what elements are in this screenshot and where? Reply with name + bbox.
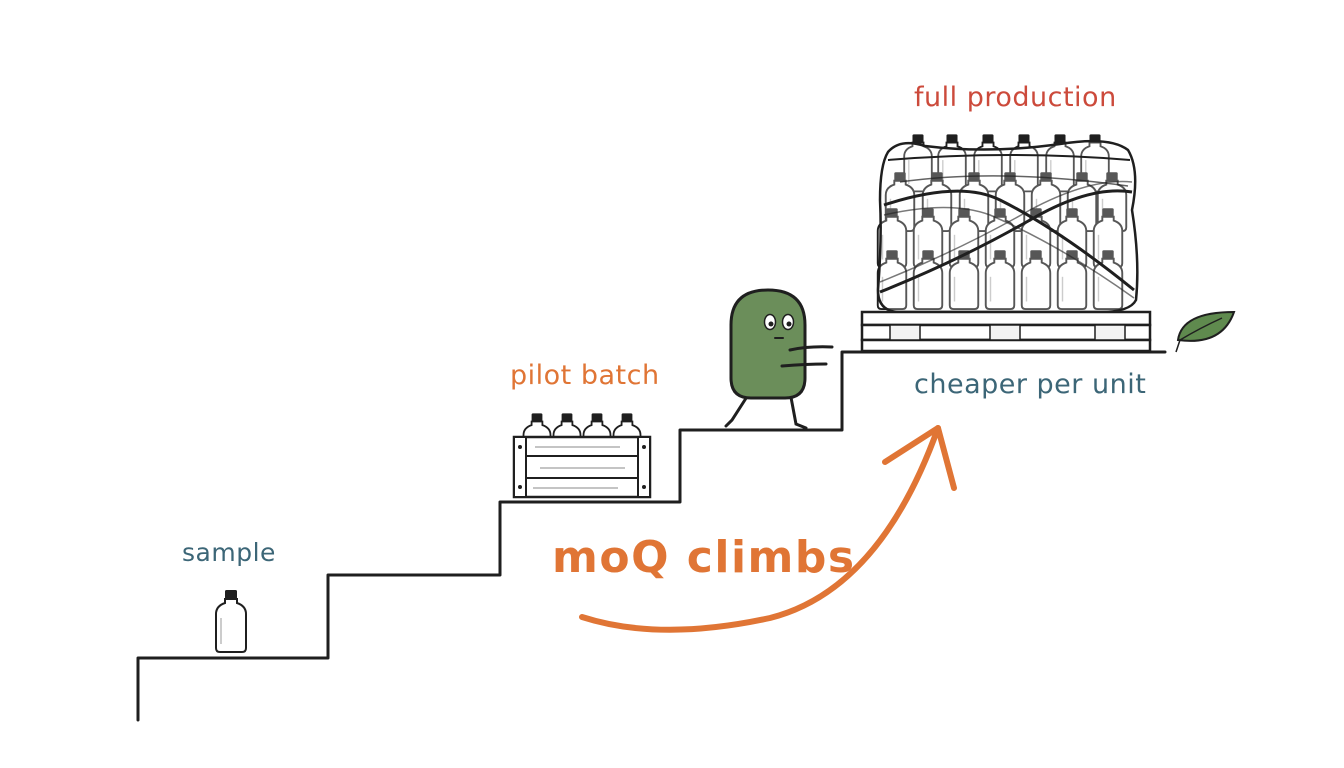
label-moq-climbs: moQ climbs [552, 532, 856, 583]
label-sample: sample [182, 538, 276, 567]
bottle-icon [215, 589, 247, 653]
pallet-icon [860, 133, 1152, 353]
arrow-icon [579, 425, 957, 633]
label-full-production: full production [914, 82, 1117, 113]
staircase-line [136, 350, 1167, 722]
character-icon [724, 288, 834, 430]
crate-icon [512, 412, 652, 499]
label-pilot-batch: pilot batch [510, 360, 660, 391]
leaf-icon [1175, 310, 1236, 353]
label-cheaper-per-unit: cheaper per unit [914, 369, 1147, 400]
